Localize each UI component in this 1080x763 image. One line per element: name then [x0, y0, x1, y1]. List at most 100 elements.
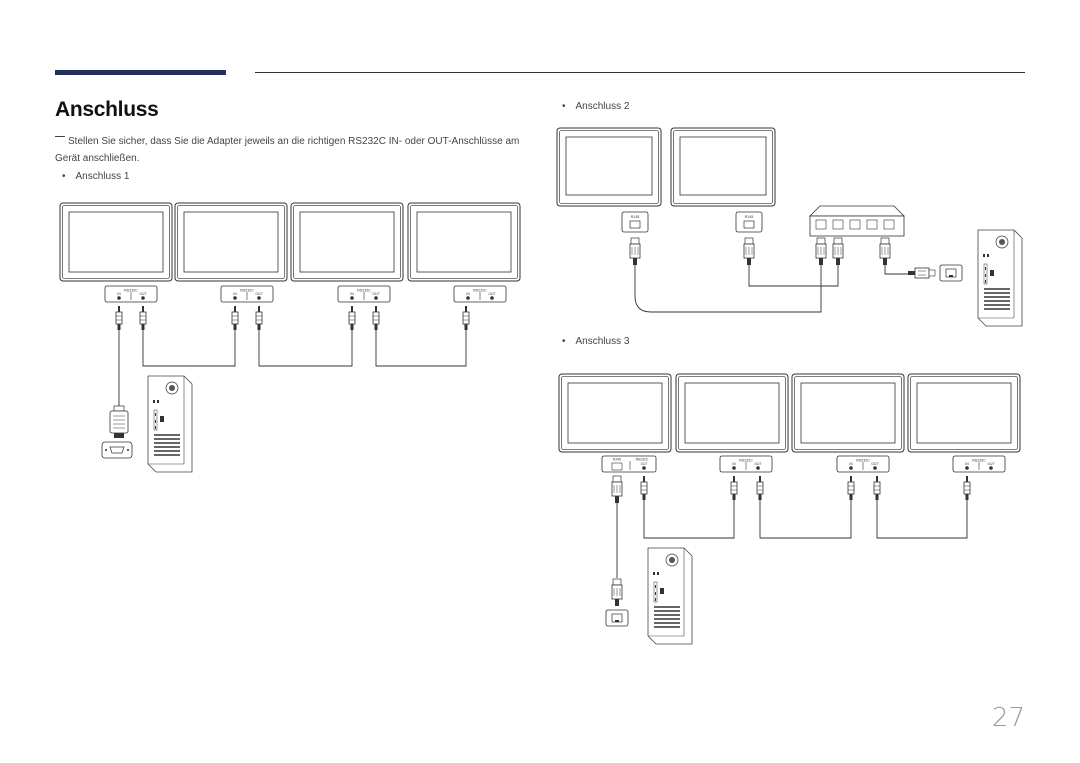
note: Stellen Sie sicher, dass Sie die Adapter… [55, 133, 525, 167]
port-label-out: OUT [754, 462, 761, 466]
port-label-out: OUT [641, 462, 648, 466]
port-label-rs232c: RS232C [972, 459, 986, 463]
stereo-plug-icon [756, 475, 764, 501]
port-label-in: IN [466, 292, 470, 296]
diagram-anschluss-1: RS232C IN OUT RS232C IN OUT RS232C IN OU… [59, 202, 521, 473]
cable [884, 265, 910, 275]
port-label-out: OUT [488, 292, 495, 296]
port-label-in: IN [965, 462, 969, 466]
port-label-in: IN [117, 292, 121, 296]
monitor-display [558, 373, 672, 453]
port-label-in: IN [849, 462, 853, 466]
rj45-plug-icon [629, 237, 641, 266]
stereo-plug-icon [255, 305, 263, 331]
section-label-text: Anschluss 3 [575, 336, 630, 347]
monitor-display [556, 127, 662, 207]
page-number: 27 [991, 703, 1025, 733]
monitor-display [407, 202, 521, 282]
rj45-plug-icon [879, 237, 891, 266]
rs232c-port-box: RS232C IN OUT [104, 285, 158, 303]
port-label-out: OUT [255, 292, 262, 296]
cable [643, 500, 735, 539]
stereo-plug-icon [640, 475, 648, 501]
stereo-plug-icon [115, 305, 123, 331]
port-label-rj45: RJ45 [745, 215, 753, 219]
stereo-plug-icon [873, 475, 881, 501]
rs232c-port-box: RS232C IN OUT [719, 455, 773, 473]
stereo-plug-icon [462, 305, 470, 331]
bullet-dot: • [562, 101, 566, 112]
rj45-plug-icon [908, 267, 936, 279]
cable [634, 265, 822, 313]
stereo-plug-icon [730, 475, 738, 501]
section-label-anschluss-3: • Anschluss 3 [562, 336, 629, 347]
cable [258, 330, 353, 367]
section-label-text: Anschluss 1 [75, 171, 130, 182]
stereo-plug-icon [372, 305, 380, 331]
stereo-plug-icon [847, 475, 855, 501]
cable [375, 330, 467, 367]
header-rule [255, 72, 1025, 73]
port-label-rs232c: RS232C [636, 458, 649, 462]
port-label-rs232c: RS232C [739, 459, 753, 463]
port-label-rs232c: RS232C [124, 289, 138, 293]
stereo-plug-icon [348, 305, 356, 331]
diagram-anschluss-2: RJ45 RJ45 [556, 127, 1023, 327]
network-hub-icon [809, 205, 905, 237]
port-label-rs232c: RS232C [473, 289, 487, 293]
rj45-socket-icon [939, 264, 963, 282]
port-label-rs232c: RS232C [357, 289, 371, 293]
monitor-display [290, 202, 404, 282]
monitor-display [59, 202, 173, 282]
pc-tower-icon [977, 229, 1023, 327]
rj45-plug-icon [611, 578, 623, 607]
bullet-dot: • [562, 336, 566, 347]
monitor-display [675, 373, 789, 453]
rj45-rs232c-port-box: RJ45 RS232C OUT [601, 455, 657, 473]
rj45-port-box: RJ45 [735, 211, 763, 233]
rs232c-port-box: RS232C IN OUT [952, 455, 1006, 473]
rs232c-port-box: RS232C IN OUT [337, 285, 391, 303]
rs232c-port-box: RS232C IN OUT [220, 285, 274, 303]
rj45-socket-icon [605, 609, 629, 627]
stereo-plug-icon [963, 475, 971, 501]
note-text: Stellen Sie sicher, dass Sie die Adapter… [55, 136, 520, 164]
port-label-rs232c: RS232C [240, 289, 254, 293]
db9-port-icon [101, 441, 133, 459]
rj45-port-box: RJ45 [621, 211, 649, 233]
port-label-rj45: RJ45 [631, 215, 639, 219]
monitor-display [907, 373, 1021, 453]
port-label-in: IN [233, 292, 237, 296]
section-label-anschluss-2: • Anschluss 2 [562, 101, 629, 112]
monitor-display [791, 373, 905, 453]
rj45-plug-icon [611, 475, 623, 504]
rj45-plug-icon [832, 237, 844, 266]
pc-tower-icon [147, 375, 193, 473]
rj45-plug-icon [743, 237, 755, 266]
cable [748, 265, 839, 287]
section-label-anschluss-1: • Anschluss 1 [62, 171, 129, 182]
port-label-out: OUT [987, 462, 994, 466]
port-label-out: OUT [871, 462, 878, 466]
bullet-dot: • [62, 171, 66, 182]
page-title: Anschluss [55, 98, 159, 121]
note-dash [55, 136, 65, 137]
monitor-display [670, 127, 776, 207]
port-label-rj45: RJ45 [613, 458, 621, 462]
port-label-in: IN [350, 292, 354, 296]
diagram-anschluss-3: RJ45 RS232C OUT RS232C IN OUT RS232C IN … [558, 373, 1021, 645]
stereo-plug-icon [139, 305, 147, 331]
rs232c-port-box: RS232C IN OUT [453, 285, 507, 303]
pc-tower-icon [647, 547, 693, 645]
port-label-out: OUT [139, 292, 146, 296]
port-label-out: OUT [372, 292, 379, 296]
monitor-display [174, 202, 288, 282]
section-label-text: Anschluss 2 [575, 101, 630, 112]
rj45-plug-icon [815, 237, 827, 266]
rs232c-port-box: RS232C IN OUT [836, 455, 890, 473]
header-accent-bar [55, 70, 226, 75]
stereo-plug-icon [231, 305, 239, 331]
cable [142, 330, 236, 367]
cable [876, 500, 968, 539]
